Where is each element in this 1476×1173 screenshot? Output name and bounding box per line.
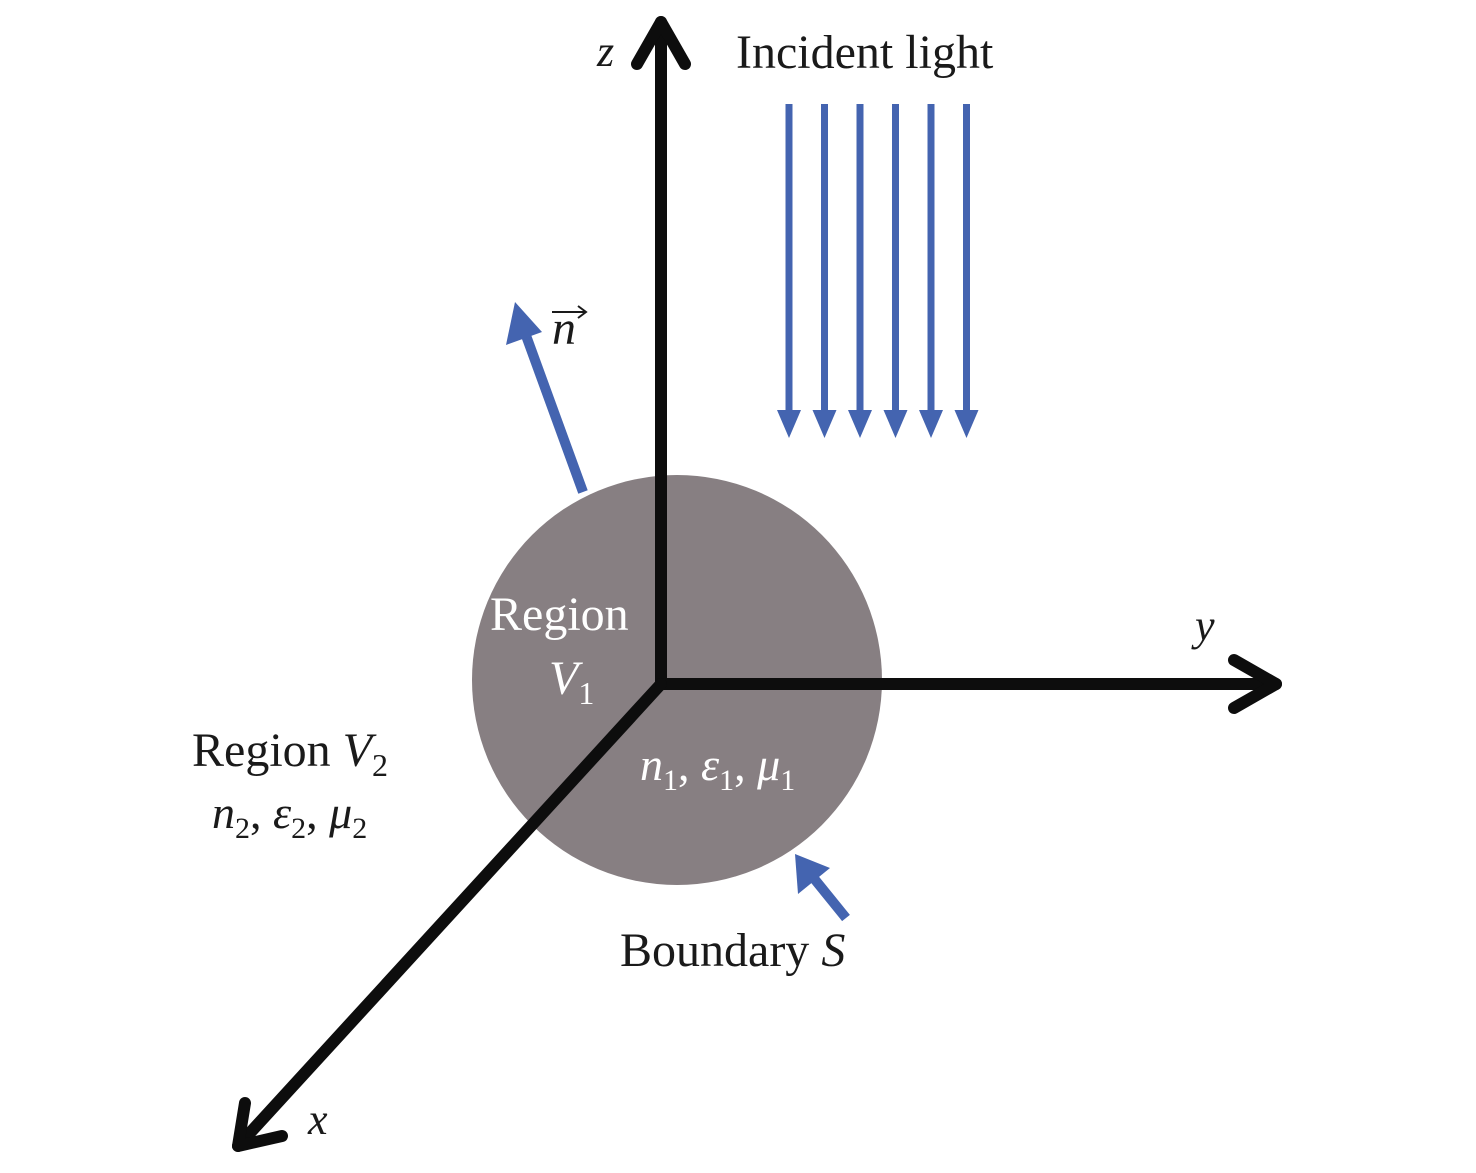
boundary-pointer-arrow (795, 854, 850, 922)
boundary-label: Boundary S (620, 924, 845, 977)
region-v1-label: Region V1 (490, 588, 629, 711)
incident-light-ray (777, 104, 801, 438)
region-v2-label: Region V2 (192, 724, 388, 783)
incident-light-ray (812, 104, 837, 438)
coordinate-axes (232, 16, 1282, 1152)
normal-vector-label: n (552, 302, 588, 355)
svg-text:V1: V1 (549, 652, 594, 711)
incident-light-ray (848, 104, 872, 438)
incident-light-ray (954, 104, 979, 438)
svg-text:n: n (552, 302, 576, 355)
boundary-pointer-arrowhead (795, 854, 830, 894)
ray-arrowhead (777, 410, 801, 438)
vector-arrow-icon (552, 305, 588, 319)
ray-arrowhead (954, 410, 979, 438)
y-axis-label: y (1191, 601, 1215, 650)
y-axis-arrowhead (1228, 654, 1282, 714)
incident-light-ray (919, 104, 943, 438)
normal-vector-arrow (506, 302, 588, 494)
z-axis-label: z (596, 27, 614, 76)
normal-vector-arrowhead (506, 302, 542, 345)
ray-arrowhead (812, 410, 837, 438)
x-axis-arrowhead (232, 1097, 288, 1152)
ray-arrowhead (848, 410, 872, 438)
z-axis-arrowhead (631, 16, 691, 70)
x-axis (232, 678, 667, 1152)
incident-light-ray (883, 104, 908, 438)
incident-light-label: Incident light (736, 26, 994, 79)
incident-light-rays (777, 104, 979, 438)
region-v2-params: n2, ε2, μ2 (212, 787, 367, 845)
svg-text:Region: Region (490, 588, 629, 641)
ray-arrowhead (883, 410, 908, 438)
ray-arrowhead (919, 410, 943, 438)
x-axis-label: x (307, 1095, 328, 1144)
region-v1-params: n1, ε1, μ1 (640, 739, 795, 797)
